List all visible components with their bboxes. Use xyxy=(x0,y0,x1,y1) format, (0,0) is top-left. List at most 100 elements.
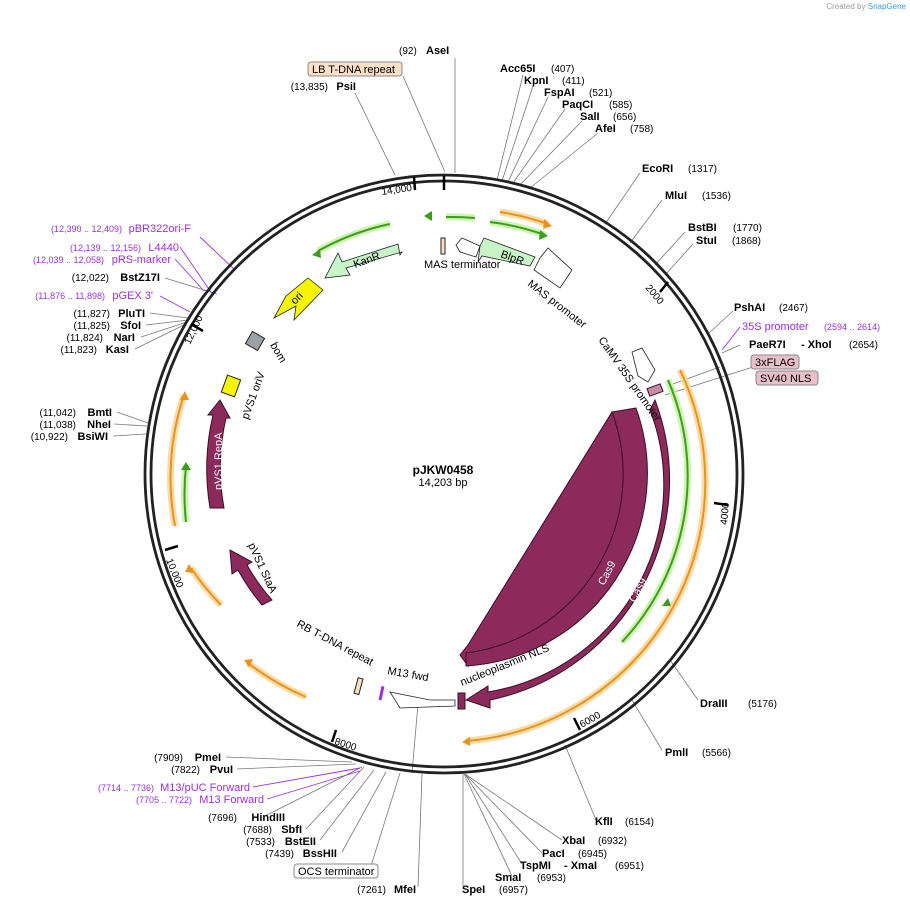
site-pos: (5566) xyxy=(702,748,731,759)
primer-pos: (12,139 .. 12,156) xyxy=(70,243,141,253)
flag-box xyxy=(750,354,800,370)
primer-labels: 35S promoter (2594 .. 2614) (12,390 .. 1… xyxy=(33,223,880,806)
primer-pos: (7714 .. 7736) xyxy=(98,783,154,793)
pvs1-oriv-block xyxy=(220,374,242,398)
site-pos: (7261) xyxy=(357,885,386,896)
site-name: SalI xyxy=(580,111,600,123)
primer-pos: (2594 .. 2614) xyxy=(824,322,880,332)
rb-repeat-block xyxy=(353,677,364,696)
site-name: TspMI xyxy=(520,860,551,872)
site-pos: (5176) xyxy=(748,699,777,710)
pvs1-oriv-label: pVS1 oriV xyxy=(240,370,268,421)
mas-terminator-arrow xyxy=(455,237,481,258)
bom-label: bom xyxy=(267,341,288,366)
site-pos: (7909) xyxy=(154,753,183,764)
site-name: PaeR7I xyxy=(749,339,786,351)
plasmid-name: pJKW0458 xyxy=(413,463,474,477)
site-name: PsiI xyxy=(336,81,356,93)
site-name: BmtI xyxy=(88,407,112,419)
site-pos: (411) xyxy=(562,76,585,87)
site-pos: (12,022) xyxy=(72,273,109,284)
blpr-label: BlpR xyxy=(499,249,526,268)
site-pos: (1317) xyxy=(688,164,717,175)
primer-pos: (7705 .. 7722) xyxy=(136,795,192,805)
cas9-inner-body xyxy=(465,407,648,667)
flag-block xyxy=(646,383,664,397)
site-pos: (6932) xyxy=(598,836,627,847)
rb-repeat-label: RB T-DNA repeat xyxy=(295,618,375,668)
site-pos: (11,827) xyxy=(73,309,110,320)
site-name: AseI xyxy=(426,45,449,57)
site-name: BstBI xyxy=(688,222,717,234)
site-name: MluI xyxy=(665,190,687,202)
site-pos: (6945) xyxy=(578,849,607,860)
site-pos: (7439) xyxy=(265,849,294,860)
site-name: SbfI xyxy=(281,824,302,836)
snapgene-brand: SnapGene xyxy=(867,2,906,11)
site-name: BssHII xyxy=(303,848,337,860)
site-pos: (1868) xyxy=(732,236,761,247)
site-name: SpeI xyxy=(462,884,485,896)
site-name: KpnI xyxy=(524,75,548,87)
site-name: FspAI xyxy=(544,87,575,99)
primer-pos: (12,039 .. 12,058) xyxy=(33,255,104,265)
site-name: NheI xyxy=(87,419,111,431)
site-pos: (92) xyxy=(399,46,417,57)
primer-name: pGEX 3' xyxy=(112,290,153,302)
tick-label: 4000 xyxy=(719,502,732,526)
site-name: AfeI xyxy=(595,123,616,135)
camv-35s-arrow xyxy=(631,347,656,383)
site-pos: (11,823) xyxy=(60,345,97,356)
primer-name: M13 Forward xyxy=(199,794,264,806)
site-pos: (2654) xyxy=(849,340,878,351)
mas-terminator-label: MAS terminator xyxy=(424,259,501,271)
site-pos: (11,042) xyxy=(39,408,76,419)
flag-box-label: 3xFLAG xyxy=(755,357,795,369)
ocs-terminator-box xyxy=(293,863,379,879)
primer-pos: (11,876 .. 11,898) xyxy=(35,291,105,301)
site-pos: (1536) xyxy=(702,191,731,202)
site-name: SfoI xyxy=(120,320,141,332)
site-pos: (7696) xyxy=(208,813,237,824)
site-name: MfeI xyxy=(394,884,416,896)
pvs1-repa-label: pVS1 RepA xyxy=(213,432,225,490)
site-name: BsiWI xyxy=(77,431,108,443)
lb-repeat-box-label: LB T-DNA repeat xyxy=(312,64,395,76)
primer-name: pBR322ori-F xyxy=(129,223,192,235)
ori-arrow xyxy=(272,277,324,322)
site-name: XbaI xyxy=(562,835,585,847)
primer-name: 35S promoter xyxy=(742,321,809,333)
site-pos: (656) xyxy=(613,112,636,123)
site-leader-lines xyxy=(112,58,754,888)
site-name: PluTI xyxy=(118,308,145,320)
site-pos: (11,038) xyxy=(39,420,76,431)
sites-left: (13,835) PsiI (12,022) BstZ17I (11,827) … xyxy=(31,81,416,896)
site-name: KasI xyxy=(106,344,129,356)
site-pos: (6957) xyxy=(499,885,528,896)
snapgene-credit: Created by SnapGene xyxy=(826,2,906,11)
green-arrowheads xyxy=(181,211,671,606)
site-name: KflI xyxy=(595,816,613,828)
site-pos: (6154) xyxy=(625,817,654,828)
tick-label: 2000 xyxy=(643,283,666,307)
site-pos: (521) xyxy=(589,88,612,99)
site-name: StuI xyxy=(696,235,717,247)
blpr-arrow xyxy=(477,237,536,267)
pvs1-repa-arrow xyxy=(206,399,231,509)
site-name: SmaI xyxy=(495,872,521,884)
nls-block xyxy=(457,692,466,710)
site-name: DraIII xyxy=(700,698,728,710)
site-name: PmeI xyxy=(195,752,221,764)
site-name: PacI xyxy=(542,848,565,860)
site-name: HindIII xyxy=(251,812,285,824)
bom-block xyxy=(244,330,266,352)
primer-name: M13/pUC Forward xyxy=(160,782,250,794)
site-pos: (7822) xyxy=(171,765,200,776)
site-name: EcoRI xyxy=(642,163,673,175)
pvs1-stea-arrow xyxy=(229,549,273,606)
site-name: PaqCI xyxy=(562,99,593,111)
site-name: PshAI xyxy=(734,302,765,314)
site-pos: (407) xyxy=(551,64,574,75)
site-extra: - XmaI xyxy=(564,860,597,872)
